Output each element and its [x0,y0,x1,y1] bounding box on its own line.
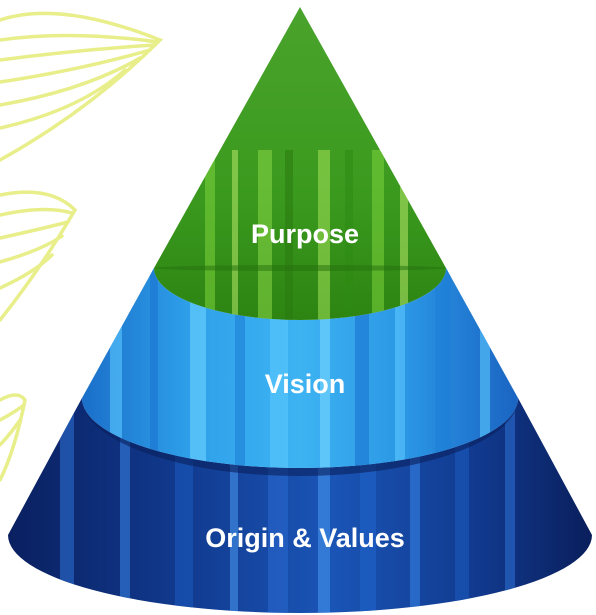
tier-purpose [154,7,446,320]
tier-label-purpose: Purpose [251,219,359,249]
tier-label-vision: Vision [265,369,346,399]
decorative-leaves [0,11,164,482]
tier-vision [82,268,518,468]
tier-label-origin-values: Origin & Values [205,523,405,553]
